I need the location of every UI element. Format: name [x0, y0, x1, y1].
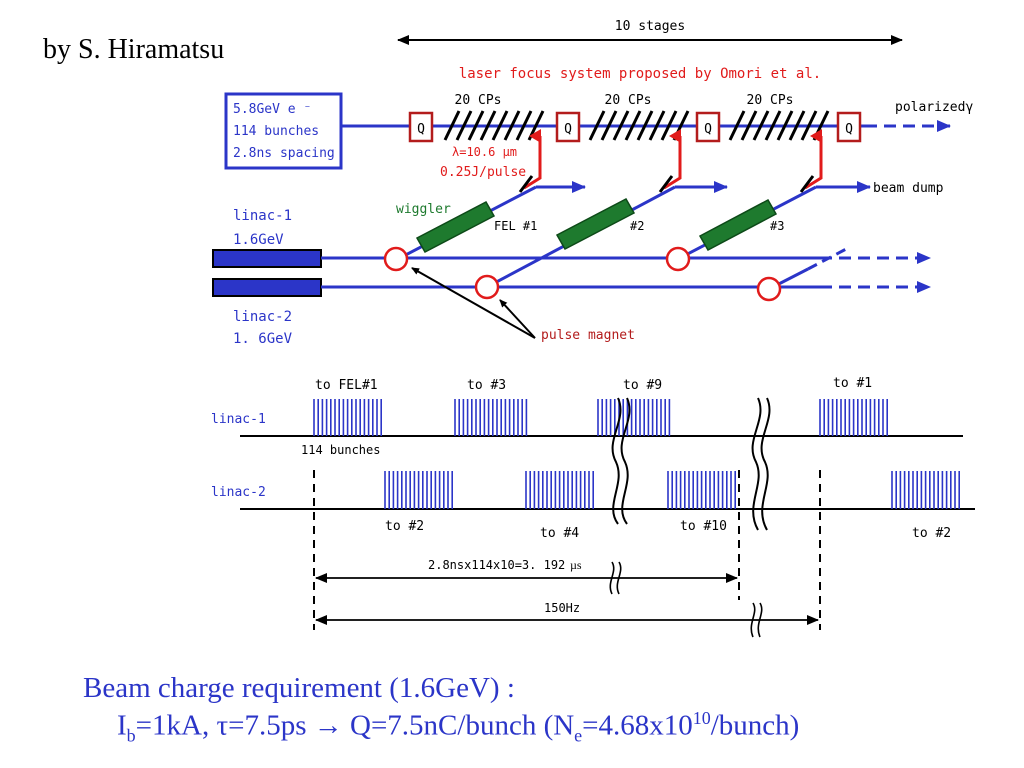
bunch-trains [313, 399, 961, 509]
svg-text:1.6GeV: 1.6GeV [233, 232, 284, 248]
train-period-unit: µs [570, 558, 582, 572]
timing-target-label: to #3 [467, 378, 506, 393]
timing-target-label: to #1 [833, 376, 872, 391]
svg-text:linac-2: linac-2 [233, 309, 292, 325]
train-period-label: 2.8nsx114x10=3. 192 [428, 558, 565, 572]
cp-hatch [600, 110, 618, 141]
svg-text:Q: Q [845, 122, 853, 137]
cp-hatch [624, 110, 642, 141]
stages-label: 10 stages [615, 19, 685, 34]
laser-mirror [518, 175, 815, 193]
fel-beam-paths [395, 185, 817, 291]
cp-hatch [515, 110, 533, 141]
beam-parameter-box: 5.8GeV e ⁻ 114 bunches 2.8ns spacing [224, 92, 343, 170]
cp-hatch [636, 110, 654, 141]
fel-label: FEL #1 [494, 219, 537, 233]
cp-hatch [503, 110, 521, 141]
wiggler-label: wiggler [396, 202, 451, 217]
timing-target-label: to #9 [623, 378, 662, 393]
wiggler [698, 198, 778, 252]
beam-charge-heading: Beam charge requirement (1.6GeV) : [83, 672, 515, 704]
svg-text:1. 6GeV: 1. 6GeV [233, 331, 293, 347]
fel-label: #2 [630, 219, 644, 233]
bunches-label: 114 bunches [301, 443, 380, 457]
fel-label: #3 [770, 219, 784, 233]
timing-markers [313, 470, 821, 630]
polarized-gamma-label: polarizedγ [895, 100, 973, 115]
svg-text:linac-1: linac-1 [233, 208, 292, 224]
linac-2: linac-2 1. 6GeV [212, 278, 322, 347]
cp-label: 20 CPs [747, 93, 794, 108]
laser-transport [523, 129, 823, 190]
svg-text:Q: Q [417, 122, 425, 137]
timing-target-label: to FEL#1 [315, 378, 378, 393]
timing-target-label: to #2 [912, 526, 951, 541]
beam-box-line: 114 bunches [233, 124, 319, 139]
cp-hatch [648, 110, 666, 141]
pulse-magnet-label: pulse magnet [541, 328, 635, 343]
wiggler [415, 201, 496, 253]
pulse-magnet [383, 246, 782, 302]
timing-target-label: to #10 [680, 519, 727, 534]
cp-hatch [740, 110, 758, 141]
cp-hatch [728, 110, 746, 141]
laser-energy-label: 0.25J/pulse [440, 165, 526, 180]
cp-hatch [443, 110, 461, 141]
quadrupole-magnet: Q [555, 111, 581, 143]
cp-hatch [491, 110, 509, 141]
timing-row-label: linac-1 [211, 412, 266, 427]
pulse-magnet-pointers [411, 267, 536, 339]
laser-wavelength-label: λ=10.6 µm [452, 145, 517, 159]
cp-label: 20 CPs [455, 93, 502, 108]
beam-box-line: 5.8GeV e ⁻ [233, 102, 311, 117]
wiggler [555, 198, 636, 250]
linac-1: linac-1 1.6GeV [212, 208, 322, 268]
cp-label: 20 CPs [605, 93, 652, 108]
cp-hatch [660, 110, 678, 141]
beam-charge-formula: Ib=1kA, τ=7.5ps → Q=7.5nC/bunch (Ne=4.68… [117, 708, 800, 746]
cp-hatch [612, 110, 630, 141]
beam-dump-label: beam dump [873, 181, 944, 196]
cp-hatch [800, 110, 818, 141]
quadrupole-magnet: Q [836, 111, 862, 143]
author-credit: by S. Hiramatsu [43, 34, 225, 65]
beam-box-line: 2.8ns spacing [233, 146, 335, 161]
span-break-mark [750, 602, 763, 638]
cp-hatch [588, 110, 606, 141]
time-break [611, 397, 771, 531]
repetition-rate-label: 150Hz [544, 601, 580, 615]
cp-hatch [788, 110, 806, 141]
svg-text:Q: Q [704, 122, 712, 137]
svg-text:Q: Q [564, 122, 572, 137]
cp-hatch [467, 110, 485, 141]
timing-row-label: linac-2 [211, 485, 266, 500]
cp-hatch [455, 110, 473, 141]
linac-beamlines-continued [820, 252, 931, 293]
quadrupole-magnet: Q [695, 111, 721, 143]
cp-hatch [752, 110, 770, 141]
cp-hatch [764, 110, 782, 141]
timing-target-label: to #2 [385, 519, 424, 534]
cp-hatch-groups [443, 110, 830, 141]
span-break-mark [609, 561, 622, 595]
laser-system-label: laser focus system proposed by Omori et … [459, 66, 821, 82]
cp-hatch [776, 110, 794, 141]
stages-span: 10 stages [397, 19, 903, 45]
quadrupole-magnet: Q [408, 111, 434, 143]
timing-target-label: to #4 [540, 526, 579, 541]
cp-hatch [479, 110, 497, 141]
